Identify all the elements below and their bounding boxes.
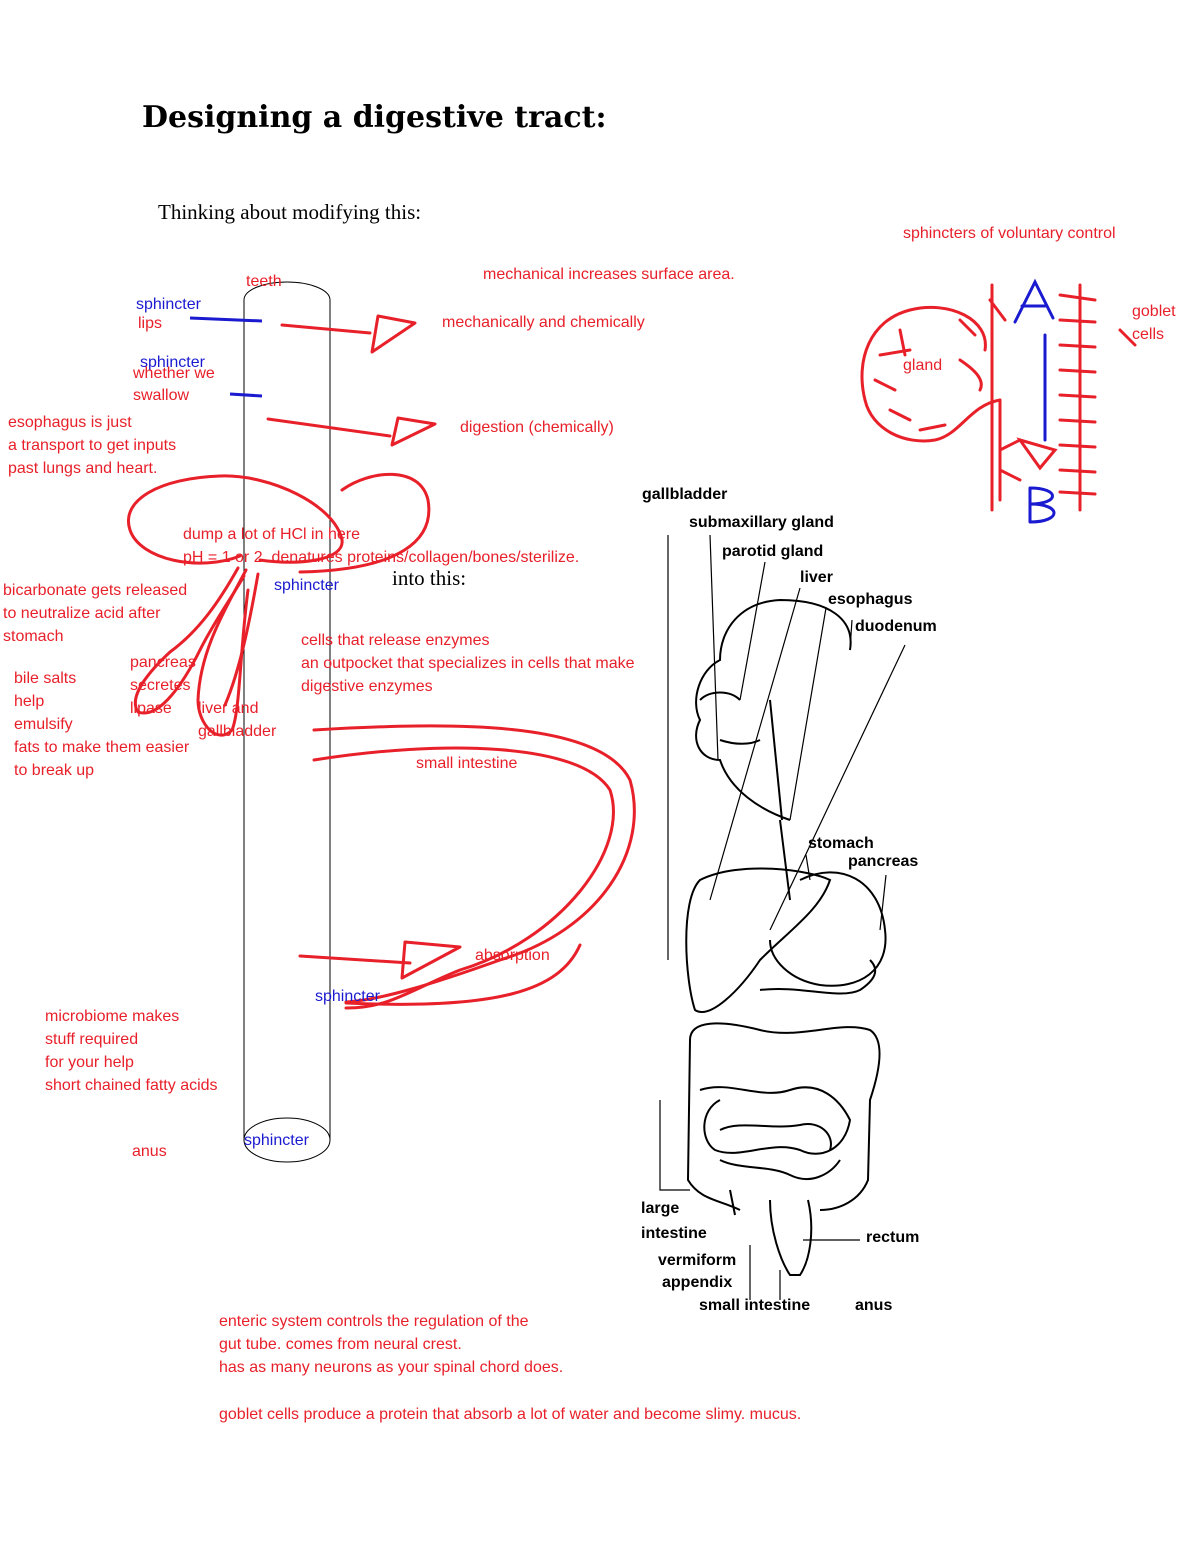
stomach-hcl-note: dump a lot of HCl in here pH = 1 or 2. d… — [183, 526, 580, 566]
voluntary-control-note: sphincters of voluntary control — [903, 225, 1116, 242]
anatomy-submaxillary-label: submaxillary gland — [689, 514, 834, 531]
goblet-cells-note: goblet cells — [1132, 303, 1176, 343]
enteric-notes: enteric system controls the regulation o… — [219, 1313, 802, 1423]
annotation-arrows — [266, 314, 462, 980]
bottom-sphincter-label: sphincter — [244, 1132, 309, 1149]
lips-label: lips — [138, 315, 163, 332]
page-title: Designing a digestive tract: — [142, 100, 607, 135]
subtitle: Thinking about modifying this: — [158, 200, 422, 224]
anatomy-anus-label: anus — [855, 1297, 893, 1314]
sphincter-swallow-label: sphincter — [140, 354, 205, 371]
anus-note: anus — [132, 1143, 167, 1160]
lower-sphincter-label: sphincter — [315, 988, 380, 1005]
liver-note: liver and gallbladder — [198, 700, 277, 740]
absorption-note: absorption — [475, 947, 550, 964]
anatomy-rectum-label: rectum — [866, 1229, 920, 1246]
anatomy-parotid-label: parotid gland — [722, 543, 824, 560]
anatomy-appendix-label: vermiform appendix — [658, 1252, 737, 1291]
gland-doodle — [860, 283, 1137, 512]
cells-enzymes-note: cells that release enzymes an outpocket … — [301, 632, 635, 695]
bicarbonate-note: bicarbonate gets released to neutralize … — [3, 582, 188, 645]
whether-we-label: whether we — [133, 365, 215, 382]
into-this-label: into this: — [392, 566, 467, 590]
bile-salts-note: bile salts help emulsify fats to make th… — [14, 670, 190, 779]
teeth-label: teeth — [246, 273, 282, 290]
anatomy-esophagus-label: esophagus — [828, 591, 913, 608]
gland-letters — [1013, 278, 1056, 524]
gut-tube-diagram — [243, 281, 331, 1163]
gland-label: gland — [903, 357, 943, 374]
small-intestine-note: small intestine — [416, 755, 518, 772]
anatomy-stomach-label: stomach — [808, 835, 874, 852]
sphincter-lips-label: sphincter — [136, 296, 201, 313]
stomach-sphincter-label: sphincter — [274, 577, 339, 594]
organ-outlines — [127, 472, 636, 1010]
digestion-chem-note: digestion (chemically) — [460, 419, 614, 436]
anatomy-pancreas-label: pancreas — [848, 853, 919, 870]
anatomy-duodenum-label: duodenum — [855, 618, 937, 635]
anatomy-large-intestine-label: large intestine — [641, 1200, 707, 1242]
microbiome-note: microbiome makes stuff required for your… — [45, 1008, 218, 1094]
esophagus-note: esophagus is just a transport to get inp… — [8, 414, 177, 477]
anatomy-small-intestine-label: small intestine — [699, 1297, 811, 1314]
mech-chem-note: mechanically and chemically — [442, 314, 645, 331]
anatomy-leader-lines — [659, 534, 906, 1300]
mechanical-surface-note: mechanical increases surface area. — [483, 266, 735, 283]
pancreas-note: pancreas secretes lipase — [130, 654, 196, 717]
anatomy-figure — [685, 598, 887, 1276]
anatomy-gallbladder-label: gallbladder — [642, 486, 728, 503]
swallow-label: swallow — [133, 387, 190, 404]
anatomy-liver-label: liver — [800, 569, 833, 586]
sphincter-marks — [189, 316, 263, 398]
